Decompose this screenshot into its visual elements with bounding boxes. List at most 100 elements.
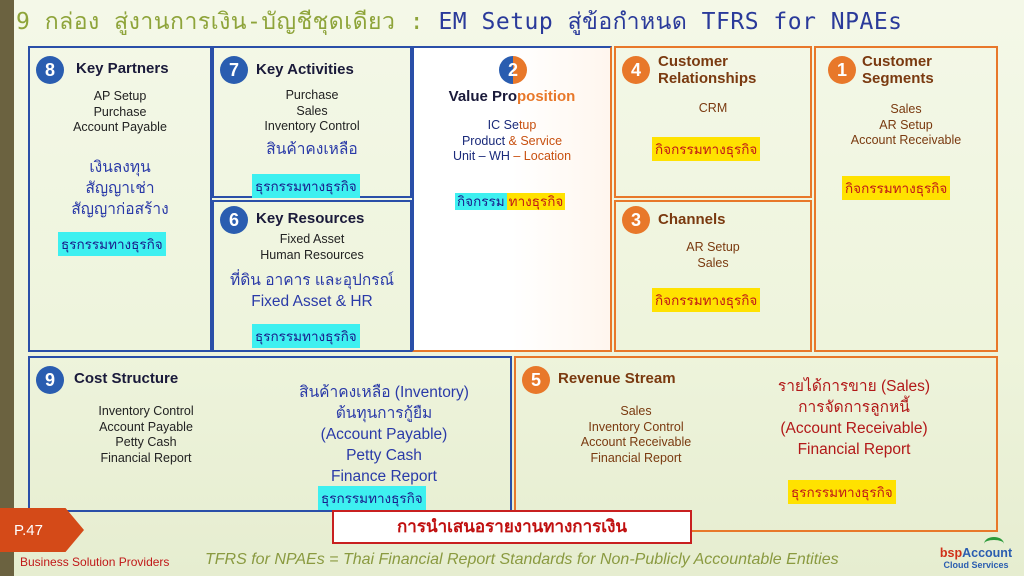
thai-line: (Account Receivable) <box>780 420 928 437</box>
list-item: Account Receivable <box>580 435 692 449</box>
key-resources-items: Fixed Asset Human Resources <box>214 232 410 263</box>
customer-segments-items: Sales AR Setup Account Receivable <box>816 102 996 149</box>
revenue-stream-number: 5 <box>522 366 550 394</box>
slide-title-thai: 9 กล่อง สู่งานการเงิน-บัญชีชุดเดียว : <box>16 9 439 35</box>
channels-activity-tag: กิจกรรมทางธุรกิจ <box>652 288 761 312</box>
slide-title-english: EM Setup สู่ข้อกำหนด TFRS for NPAEs <box>438 9 903 35</box>
key-partners-transaction-tag: ธุรกรรมทางธุรกิจ <box>58 232 166 256</box>
list-item: Inventory Control <box>264 119 360 133</box>
thai-line: Petty Cash <box>346 447 422 464</box>
list-item: Account Payable <box>73 120 167 134</box>
thai-line: เงินลงทุน <box>89 159 151 176</box>
page-number-tab <box>0 508 84 552</box>
key-activities-title: Key Activities <box>256 61 354 78</box>
channels-number: 3 <box>622 206 650 234</box>
customer-relationships-box <box>614 46 812 198</box>
customer-segments-title: Customer Segments <box>862 53 934 87</box>
customer-relationships-number: 4 <box>622 56 650 84</box>
revenue-stream-transaction-tag: ธุรกรรมทางธุรกิจ <box>788 480 896 504</box>
list-item: AP Setup <box>93 89 147 103</box>
thai-line: สัญญาก่อสร้าง <box>71 201 169 218</box>
revenue-stream-thai: รายได้การขาย (Sales) การจัดการลูกหนี้ (A… <box>744 376 964 460</box>
list-item: Sales <box>620 404 652 418</box>
thai-line: Financial Report <box>797 441 911 458</box>
key-activities-number: 7 <box>220 56 248 84</box>
channels-items: AR Setup Sales <box>616 240 810 271</box>
thai-line: สินค้าคงเหลือ <box>266 141 358 158</box>
list-item: Financial Report <box>590 450 682 465</box>
slide-title: 9 กล่อง สู่งานการเงิน-บัญชีชุดเดียว : EM… <box>16 4 1020 40</box>
list-item: AR Setup <box>686 240 740 254</box>
page-number: P.47 <box>14 522 43 539</box>
list-item: Unit – WH – Location <box>452 149 572 163</box>
logo-arc-icon <box>984 537 1004 551</box>
key-partners-number: 8 <box>36 56 64 84</box>
customer-segments-activity-tag: กิจกรรมทางธุรกิจ <box>842 176 951 200</box>
thai-line: สินค้าคงเหลือ (Inventory) <box>299 384 469 401</box>
bsp-account-logo: bspAccount Cloud Services <box>939 546 1013 570</box>
vp-title-part-b: position <box>517 88 576 105</box>
key-resources-number: 6 <box>220 206 248 234</box>
revenue-stream-items: Sales Inventory Control Account Receivab… <box>536 404 736 466</box>
thai-line: Finance Report <box>331 468 437 485</box>
value-proposition-items: IC Setup Product & Service Unit – WH – L… <box>414 118 610 165</box>
vp-title-part-a: Value Pro <box>448 88 518 105</box>
list-item: Product & Service <box>461 133 563 148</box>
list-item: Financial Report <box>100 450 192 465</box>
list-item: IC Setup <box>487 118 537 132</box>
revenue-stream-title: Revenue Stream <box>558 370 676 387</box>
key-partners-thai: เงินลงทุน สัญญาเช่า สัญญาก่อสร้าง <box>30 157 210 220</box>
channels-title: Channels <box>658 211 726 228</box>
customer-relationships-items: CRM <box>616 101 810 117</box>
cost-structure-number: 9 <box>36 366 64 394</box>
left-accent-strip <box>0 0 14 576</box>
list-item: Inventory Control <box>588 419 684 434</box>
list-item: Sales <box>697 255 729 270</box>
value-proposition-title: Value Proposition <box>414 88 610 105</box>
list-item: Purchase <box>93 104 147 119</box>
value-proposition-activity-tag: กิจกรรมทางธุรกิจ <box>455 193 566 210</box>
cost-structure-box <box>28 356 512 512</box>
financial-report-banner: การนำเสนอรายงานทางการเงิน <box>332 510 692 544</box>
list-item: Purchase <box>285 88 339 102</box>
cost-structure-title: Cost Structure <box>74 370 179 387</box>
customer-relationships-activity-tag: กิจกรรมทางธุรกิจ <box>652 137 761 161</box>
key-activities-transaction-tag: ธุรกรรมทางธุรกิจ <box>252 174 360 198</box>
key-partners-box <box>28 46 212 352</box>
list-item: Account Receivable <box>850 133 962 147</box>
thai-line: สัญญาเช่า <box>85 180 155 197</box>
list-item: Sales <box>890 102 922 116</box>
customer-relationships-title: Customer Relationships <box>658 53 757 87</box>
cost-structure-thai: สินค้าคงเหลือ (Inventory) ต้นทุนการกู้ยื… <box>274 382 494 487</box>
key-resources-title: Key Resources <box>256 210 365 227</box>
footer-company: Business Solution Providers <box>20 555 170 569</box>
list-item: Account Payable <box>99 419 193 434</box>
thai-line: รายได้การขาย (Sales) <box>777 378 931 395</box>
customer-segments-box <box>814 46 998 352</box>
customer-segments-number: 1 <box>828 56 856 84</box>
thai-line: (Account Payable) <box>320 426 448 443</box>
cost-structure-transaction-tag: ธุรกรรมทางธุรกิจ <box>318 486 426 510</box>
cost-structure-items: Inventory Control Account Payable Petty … <box>46 404 246 466</box>
list-item: AR Setup <box>879 117 933 132</box>
thai-line: ต้นทุนการกู้ยืม <box>335 405 433 422</box>
key-resources-box <box>212 200 412 352</box>
key-partners-items: AP Setup Purchase Account Payable <box>30 89 210 136</box>
list-item: CRM <box>698 101 728 115</box>
value-proposition-box <box>412 46 612 352</box>
key-partners-title: Key Partners <box>76 60 169 77</box>
value-proposition-number: 2 <box>499 56 527 84</box>
list-item: Sales <box>296 103 328 118</box>
key-activities-items: Purchase Sales Inventory Control <box>214 88 410 135</box>
thai-line: การจัดการลูกหนี้ <box>798 399 910 416</box>
revenue-stream-box <box>514 356 998 532</box>
key-activities-thai: สินค้าคงเหลือ <box>214 139 410 160</box>
list-item: Petty Cash <box>115 435 177 449</box>
list-item: Human Resources <box>260 247 364 262</box>
list-item: Inventory Control <box>98 404 194 418</box>
thai-line: Fixed Asset & HR <box>251 293 373 310</box>
footer-definition: TFRS for NPAEs = Thai Financial Report S… <box>205 551 839 568</box>
key-resources-transaction-tag: ธุรกรรมทางธุรกิจ <box>252 324 360 348</box>
channels-box <box>614 200 812 352</box>
key-resources-thai: ที่ดิน อาคาร และอุปกรณ์ Fixed Asset & HR <box>214 270 410 312</box>
